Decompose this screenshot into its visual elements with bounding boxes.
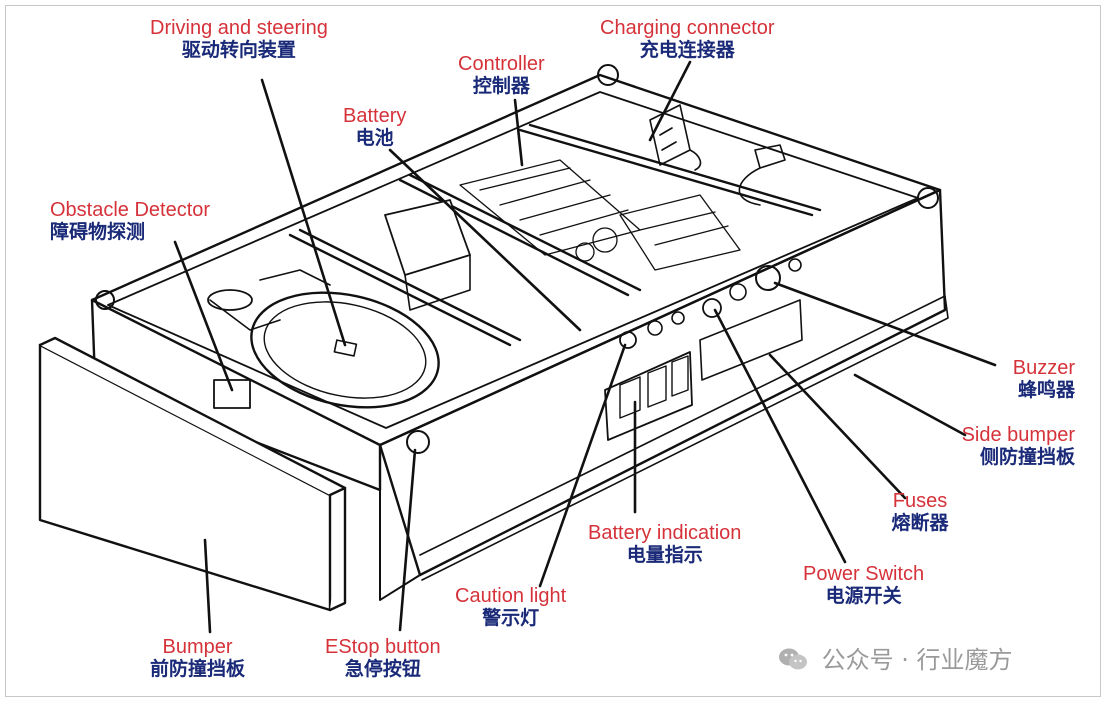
- label-controller: Controller 控制器: [458, 53, 545, 98]
- label-zh: 电量指示: [626, 544, 703, 566]
- label-zh: 前防撞挡板: [150, 658, 246, 680]
- wechat-icon: [779, 648, 807, 670]
- label-caution-light: Caution light 警示灯: [455, 585, 566, 630]
- label-en: Battery indication: [588, 522, 742, 544]
- battery-block: [384, 199, 471, 276]
- fuse-panel: [699, 299, 803, 381]
- side-bumper-strip: [419, 295, 949, 581]
- leader-buzzer: [773, 281, 997, 367]
- label-fuses: Fuses 熔断器: [880, 490, 960, 535]
- watermark-text: 公众号 · 行业魔方: [821, 646, 1013, 674]
- label-en: Driving and steering: [150, 17, 328, 39]
- label-en: Caution light: [455, 585, 567, 607]
- label-zh: 电池: [355, 127, 394, 149]
- label-battery: Battery 电池: [343, 105, 406, 150]
- label-zh: 急停按钮: [344, 658, 421, 680]
- leader-battery: [388, 148, 582, 332]
- leader-fuses: [768, 353, 907, 500]
- label-battery-indication: Battery indication 电量指示: [588, 522, 741, 567]
- label-zh: 驱动转向装置: [181, 39, 296, 61]
- label-en: Buzzer: [1012, 357, 1075, 379]
- leader-estop: [398, 448, 417, 632]
- battery-indication-panel: [604, 351, 693, 441]
- label-zh: 控制器: [472, 75, 530, 97]
- label-en: EStop button: [325, 636, 441, 658]
- leader-obstacle: [173, 240, 234, 392]
- label-en: Obstacle Detector: [50, 199, 211, 221]
- label-obstacle-detector: Obstacle Detector 障碍物探测: [50, 199, 210, 244]
- charging-connector-part: [649, 104, 786, 206]
- compartment-divider-3: [518, 123, 822, 217]
- leader-side: [853, 373, 967, 437]
- label-en: Charging connector: [600, 17, 775, 39]
- label-en: Fuses: [892, 490, 948, 512]
- leader-bumper: [203, 538, 212, 634]
- leader-power: [713, 308, 847, 564]
- leader-charging: [648, 60, 692, 142]
- label-en: Side bumper: [961, 424, 1075, 446]
- label-side-bumper: Side bumper 侧防撞挡板: [935, 424, 1075, 469]
- obstacle-detector-box: [213, 379, 251, 409]
- label-zh: 充电连接器: [639, 39, 735, 61]
- label-zh: 侧防撞挡板: [979, 446, 1075, 468]
- label-power-switch: Power Switch 电源开关: [803, 563, 924, 608]
- image-frame: [5, 5, 1101, 697]
- drive-wheel-disk: [250, 291, 440, 409]
- label-bumper: Bumper 前防撞挡板: [150, 636, 245, 681]
- leader-controller: [513, 98, 524, 167]
- label-zh: 熔断器: [891, 512, 949, 534]
- label-en: Controller: [458, 53, 545, 75]
- label-zh: 蜂鸣器: [1017, 379, 1075, 401]
- estop-knob: [619, 331, 637, 349]
- leader-driving: [260, 78, 347, 347]
- compartment-divider-1: [288, 228, 522, 347]
- label-driving-steering: Driving and steering 驱动转向装置: [150, 17, 328, 62]
- controller-boards: [459, 159, 741, 271]
- buzzer-part: [755, 265, 781, 291]
- label-charging-connector: Charging connector 充电连接器: [600, 17, 775, 62]
- label-en: Battery: [343, 105, 407, 127]
- label-en: Bumper: [162, 636, 233, 658]
- compartment-divider-2: [398, 173, 642, 297]
- leader-caution: [538, 343, 627, 588]
- label-zh: 警示灯: [482, 607, 540, 629]
- label-zh: 障碍物探测: [50, 221, 146, 243]
- label-zh: 电源开关: [825, 585, 902, 607]
- label-estop-button: EStop button 急停按钮: [325, 636, 441, 681]
- watermark: 公众号 · 行业魔方: [778, 640, 1013, 675]
- label-en: Power Switch: [803, 563, 925, 585]
- label-buzzer: Buzzer 蜂鸣器: [975, 357, 1075, 402]
